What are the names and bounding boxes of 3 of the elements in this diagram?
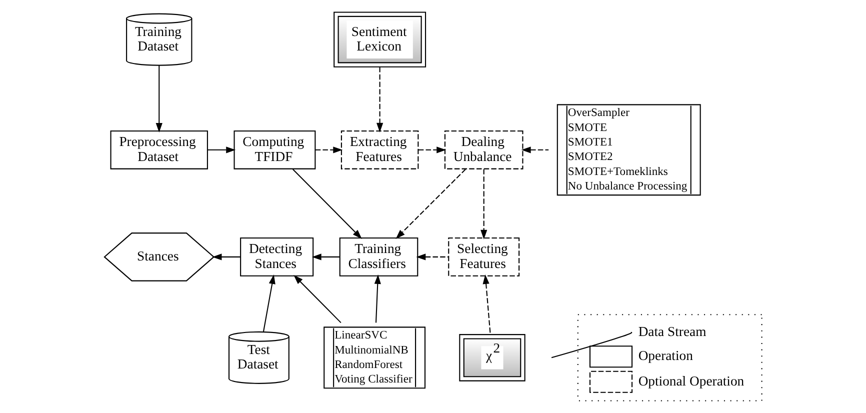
legend-label: Data Stream bbox=[638, 324, 706, 340]
legend-label: Optional Operation bbox=[638, 373, 744, 388]
legend-label: Operation bbox=[638, 348, 693, 364]
